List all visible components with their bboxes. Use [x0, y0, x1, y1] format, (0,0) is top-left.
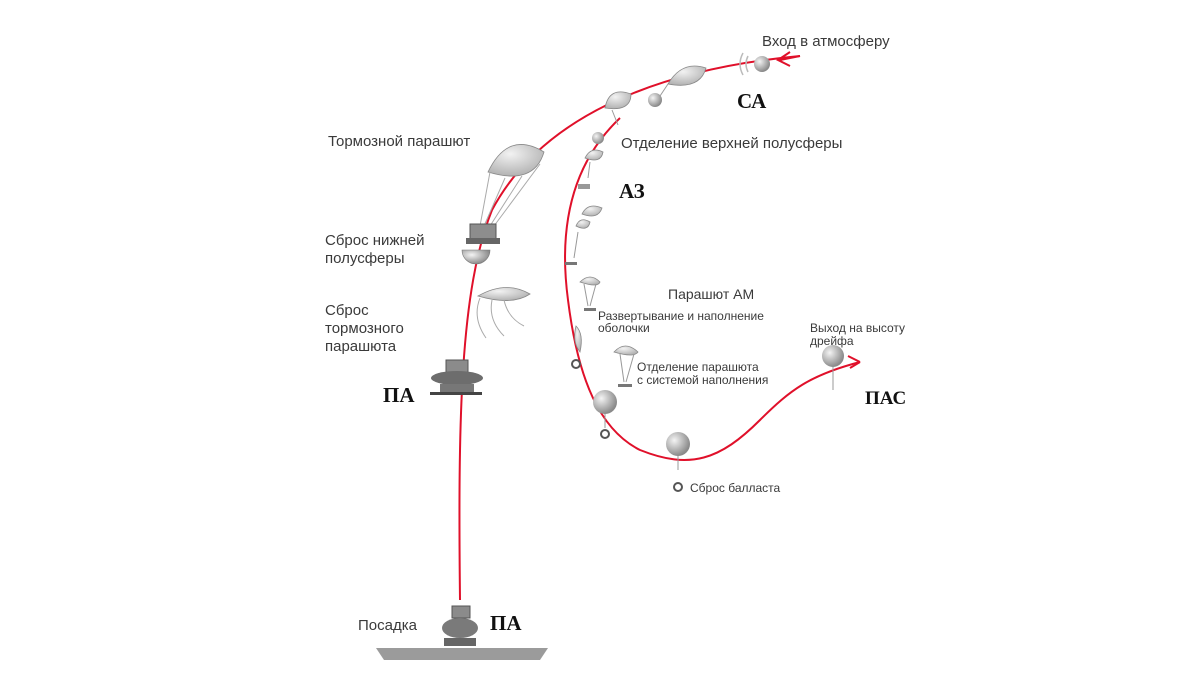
entry-arrow: [776, 51, 801, 67]
pa-mid-label: ПА: [383, 383, 415, 407]
landing-probe-mid: [430, 359, 483, 395]
heat-arcs: [739, 52, 749, 76]
upper-separation-label: Отделение верхней полусферы: [621, 135, 843, 152]
ballast-icon: [673, 482, 683, 492]
drift-label-2: дрейфа: [810, 334, 854, 348]
pa-bottom-label: ПА: [490, 611, 522, 635]
balloon-2: [666, 432, 690, 470]
deploy-label-1: Развертывание и наполнение: [598, 309, 764, 323]
pas-label: ПАС: [865, 388, 907, 409]
entry-capsule: [754, 56, 770, 72]
chute-top-1: [659, 65, 707, 97]
brake-chute-label: Тормозной парашют: [328, 133, 471, 150]
pas-arrow: [847, 355, 861, 369]
brake-parachute: [466, 144, 545, 244]
az-label: АЗ: [619, 179, 645, 203]
landing-label: Посадка: [358, 617, 417, 634]
deploy-label-2: оболочки: [598, 321, 650, 335]
balloon-drift: [822, 345, 844, 390]
az-chute-2: [565, 205, 603, 265]
separation-label-1: Отделение парашюта: [637, 360, 759, 374]
ballast-label: Сброс балласта: [690, 481, 781, 495]
balloon-1: [593, 390, 617, 439]
lower-hemisphere: [461, 249, 491, 265]
aerostat-trajectory: [564, 117, 861, 461]
landing-probe-bottom: [442, 605, 478, 646]
capsule-2: [648, 93, 662, 107]
sa-label: СА: [737, 89, 767, 113]
am-chute-label: Парашют АМ: [668, 286, 755, 302]
chute-drop-label-1: Сброс: [325, 302, 369, 319]
chute-separation: [613, 345, 639, 387]
lower-drop-label-1: Сброс нижней: [325, 232, 425, 249]
separation-label-2: с системой наполнения: [637, 373, 769, 387]
ground: [376, 648, 548, 660]
chute-drop-label-3: парашюта: [325, 338, 397, 355]
chute-drop-label-2: тормозного: [325, 320, 404, 337]
chute-top-2: [604, 91, 632, 126]
lower-drop-label-2: полусферы: [325, 250, 405, 267]
az-chute-1: [578, 149, 604, 189]
drift-label-1: Выход на высоту: [810, 321, 906, 335]
capsule-3: [592, 132, 604, 144]
dropped-brake-chute: [476, 287, 531, 339]
am-chute: [579, 276, 601, 311]
envelope-deploy: [571, 325, 582, 369]
entry-label: Вход в атмосферу: [762, 33, 890, 50]
